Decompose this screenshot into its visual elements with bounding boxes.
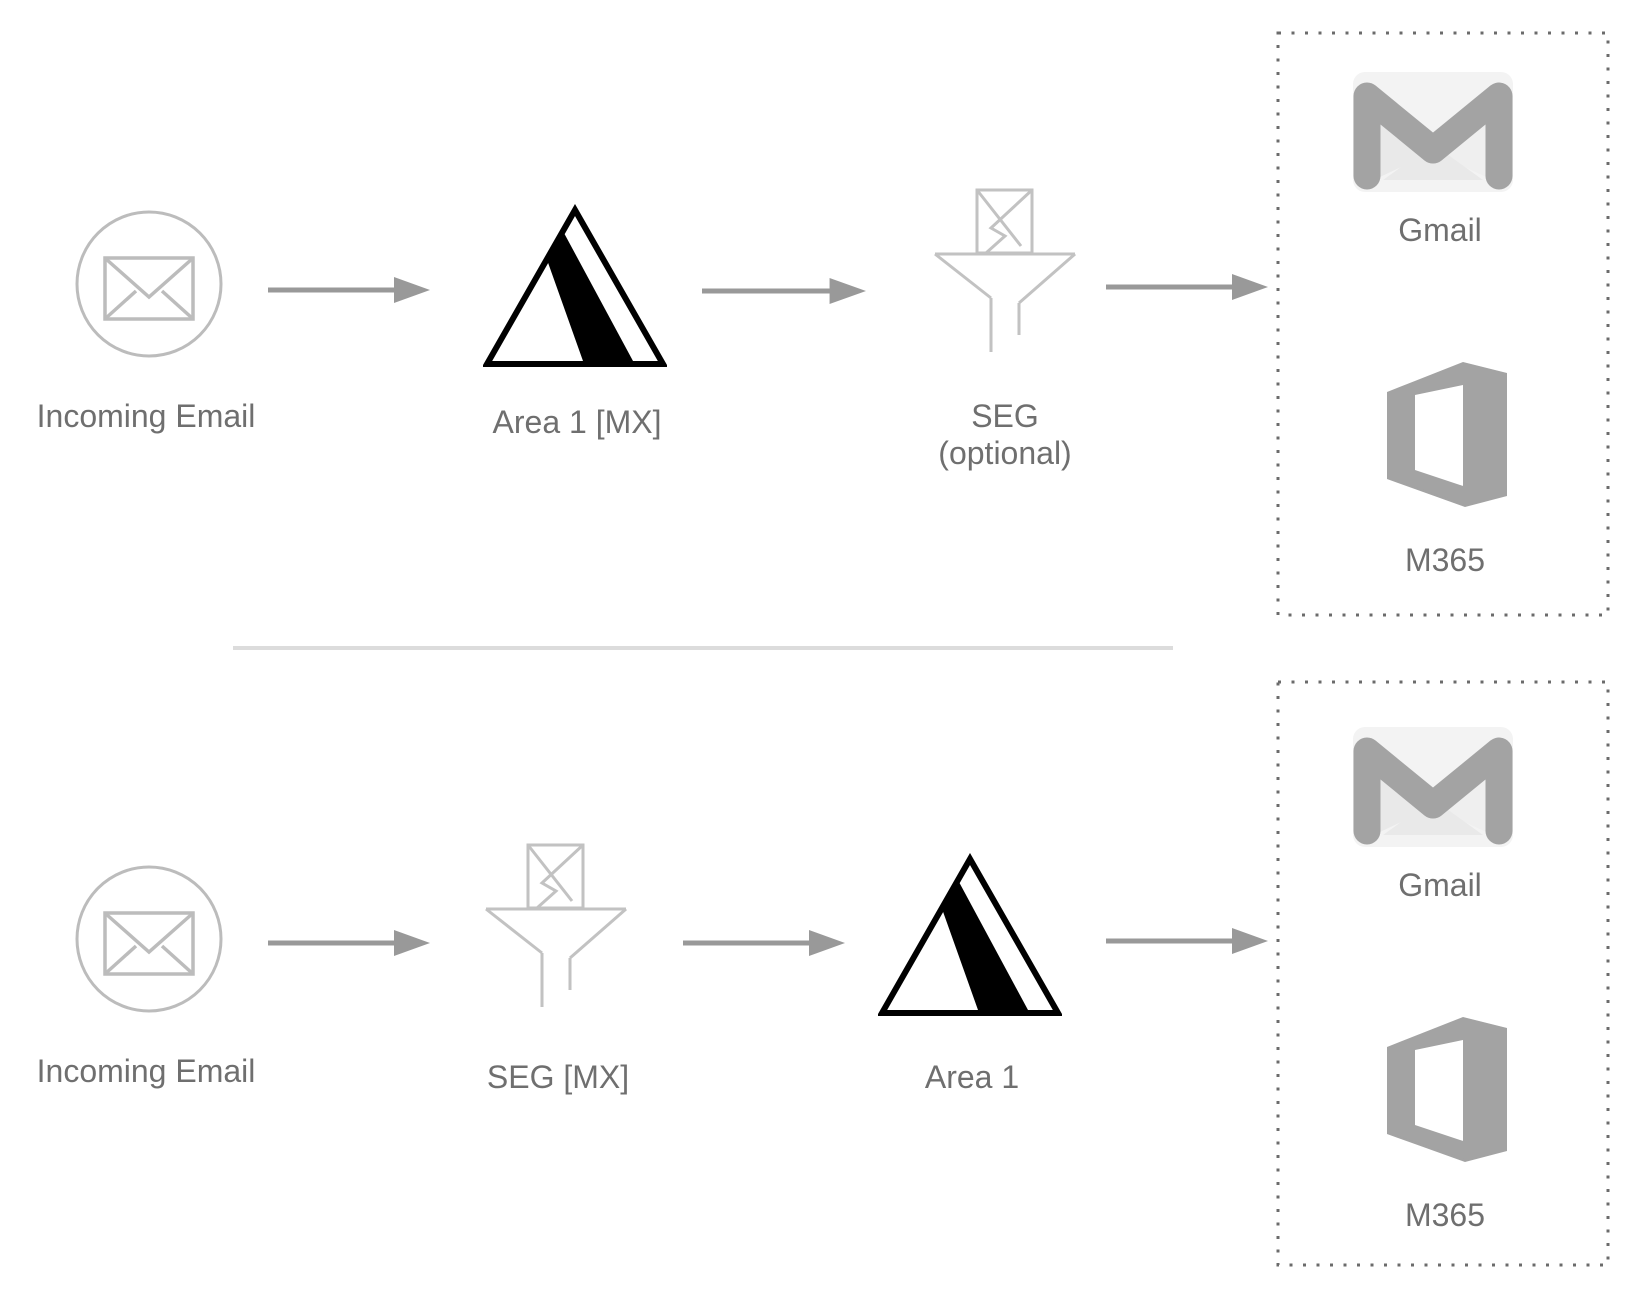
seg-funnel-icon (934, 188, 1076, 354)
gmail-label: Gmail (1398, 212, 1482, 248)
destination-box (1276, 680, 1610, 1267)
gmail-icon (1353, 727, 1513, 847)
incoming-email-label: Incoming Email (36, 1053, 256, 1089)
gmail-icon (1353, 72, 1513, 192)
incoming-email-label: Incoming Email (36, 398, 256, 434)
arrow-right-icon (702, 276, 866, 306)
destination-box (1276, 31, 1610, 617)
seg-sublabel: (optional) (938, 435, 1072, 471)
m365-label: M365 (1404, 542, 1486, 578)
arrow-right-icon (268, 928, 430, 958)
area1-triangle-icon (483, 204, 667, 370)
m365-label: M365 (1404, 1197, 1486, 1233)
seg-label: SEG (971, 398, 1039, 434)
m365-icon (1387, 362, 1507, 507)
seg-mx-label: SEG [MX] (486, 1059, 630, 1095)
area1-triangle-icon (878, 853, 1062, 1019)
m365-icon (1387, 1017, 1507, 1162)
section-divider (233, 646, 1173, 650)
area1-mx-label: Area 1 [MX] (492, 404, 662, 440)
gmail-label: Gmail (1398, 867, 1482, 903)
arrow-right-icon (1106, 272, 1268, 302)
envelope-circle-icon (73, 208, 225, 360)
arrow-right-icon (268, 275, 430, 305)
arrow-right-icon (1106, 926, 1268, 956)
envelope-circle-icon (73, 863, 225, 1015)
arrow-right-icon (683, 928, 845, 958)
seg-funnel-icon (485, 843, 627, 1009)
area1-label: Area 1 (924, 1059, 1020, 1095)
